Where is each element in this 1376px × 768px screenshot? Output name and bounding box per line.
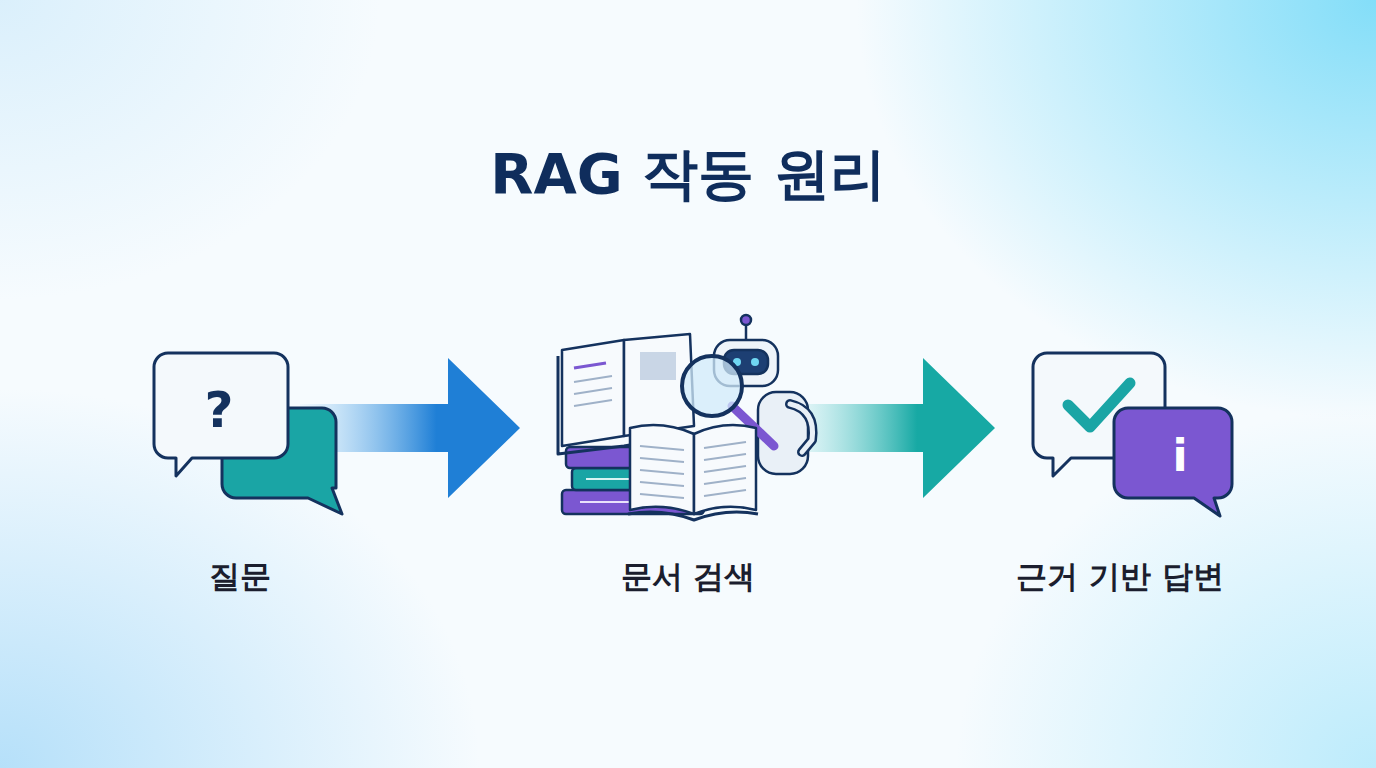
diagram-title: RAG 작동 원리	[0, 138, 1376, 210]
robot-arm	[790, 404, 813, 452]
question-icon	[154, 353, 342, 514]
answer-icon	[1033, 353, 1232, 516]
search-illustration	[558, 315, 813, 520]
process-node: 문서 검색	[520, 340, 790, 610]
text-line	[574, 400, 612, 406]
magnifier-lens	[682, 356, 742, 416]
open-book-cover	[628, 512, 758, 520]
text-line	[574, 376, 612, 382]
icon-glyph: i	[1172, 434, 1187, 478]
text-lines	[640, 442, 746, 498]
node-label: 근거 기반 답변	[1016, 556, 1224, 596]
white-bubble	[154, 353, 288, 476]
picture-block	[640, 352, 676, 380]
robot-arm-fill	[790, 404, 813, 452]
flow-arrow	[790, 358, 995, 498]
process-node: 근거 기반 답변	[995, 340, 1240, 610]
open-book-page	[694, 425, 756, 514]
robot-eye	[751, 358, 759, 366]
text-line	[574, 363, 606, 368]
node-label: 문서 검색	[621, 556, 756, 596]
open-book-page	[562, 340, 624, 446]
robot-antenna-tip	[741, 315, 751, 325]
process-node: 질문	[150, 340, 300, 610]
open-book-page	[630, 425, 694, 514]
node-label: 질문	[209, 556, 271, 596]
text-line	[574, 388, 612, 394]
icon-glyph: ?	[204, 385, 233, 435]
purple-bubble	[1114, 408, 1232, 516]
